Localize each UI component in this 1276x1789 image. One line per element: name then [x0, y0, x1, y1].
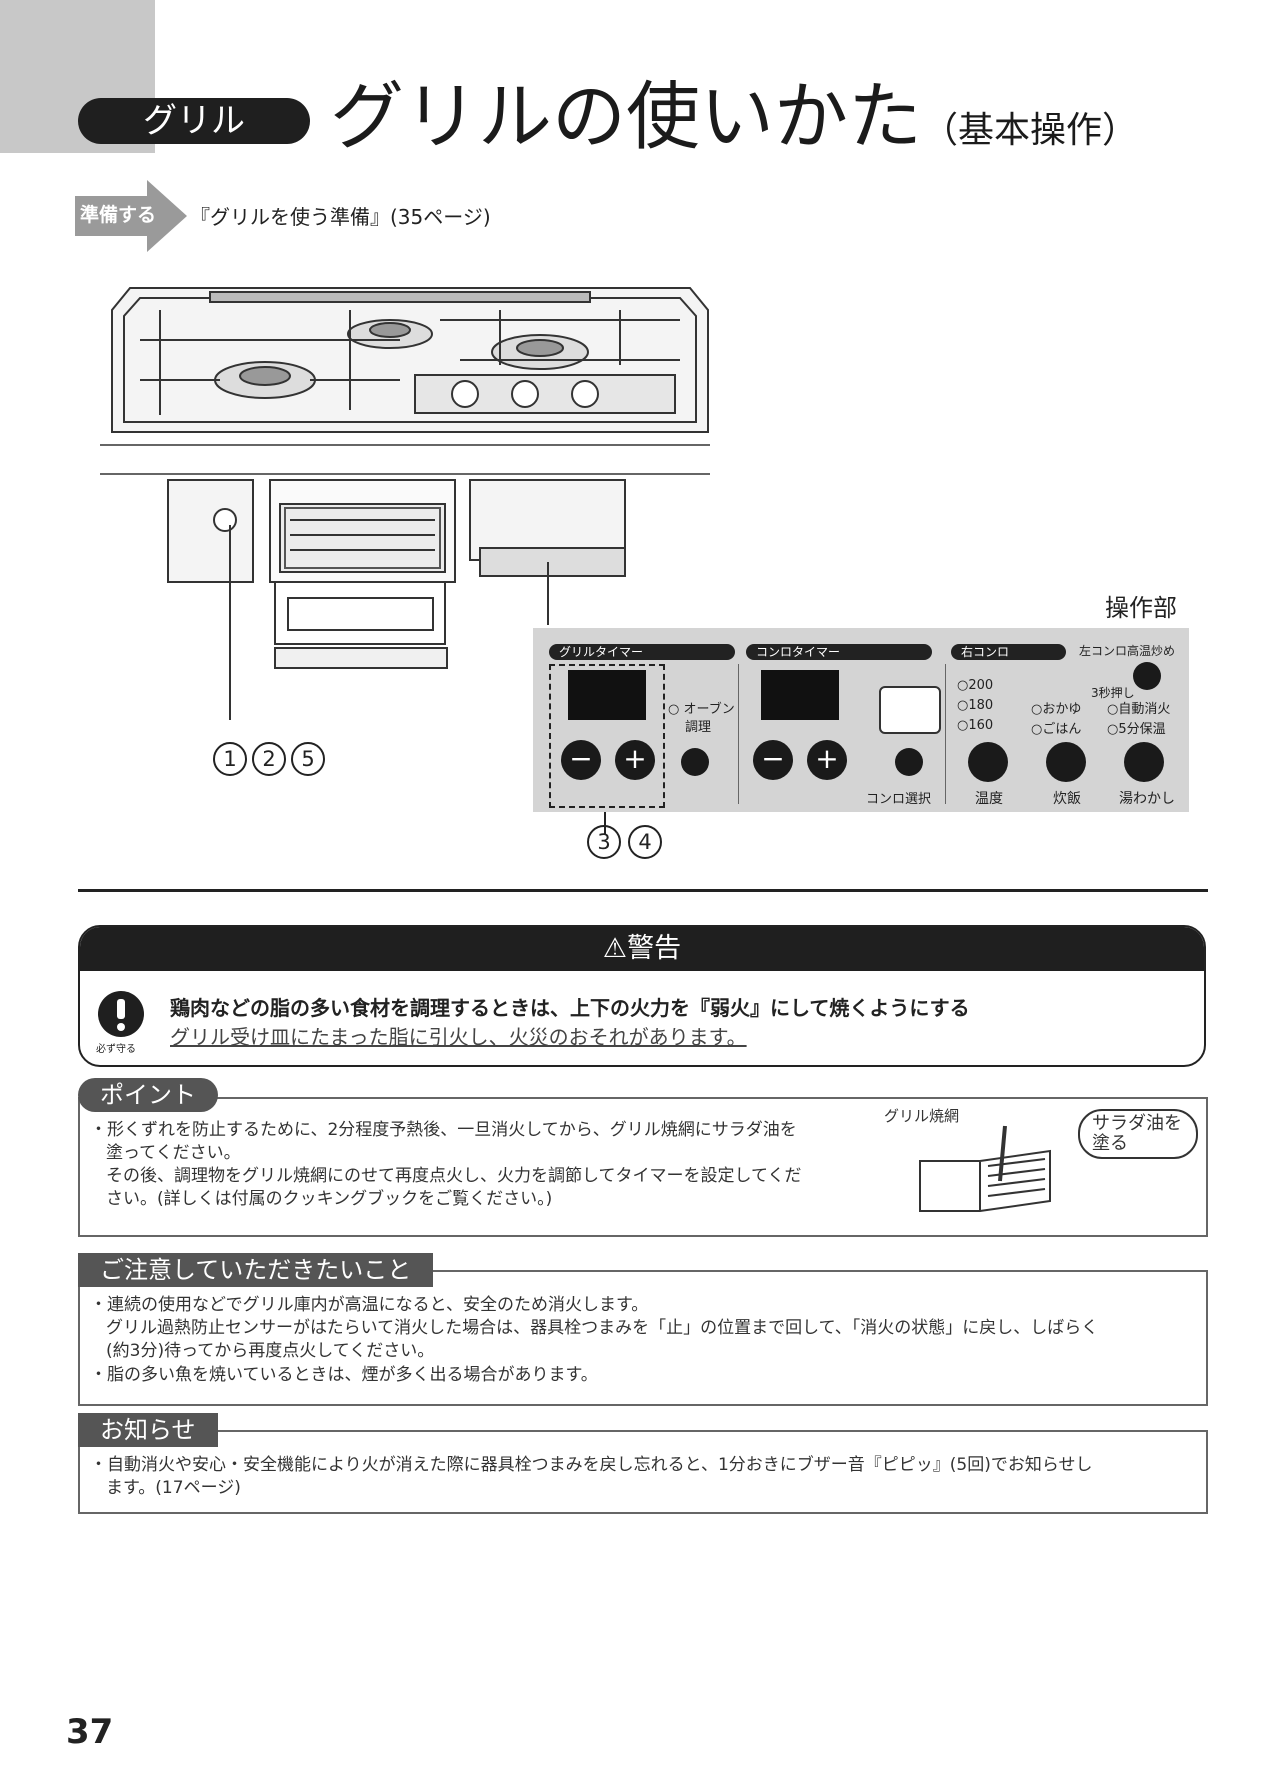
warning-heading: ⚠警告 [80, 927, 1204, 971]
grill-net-illustration [919, 1125, 1051, 1212]
title-sub: （基本操作） [922, 110, 1139, 151]
konro-plus-button[interactable]: + [807, 740, 847, 780]
grill-timer-display [568, 670, 646, 720]
warning-main: 鶏肉などの脂の多い食材を調理するときは、上下の火力を『弱火』にして焼くようにする [170, 996, 970, 1020]
suihan-label: 炊飯 [1053, 791, 1081, 807]
must-label: 必ず守る [96, 1044, 136, 1055]
notice-tag: お知らせ [78, 1413, 218, 1447]
oil-bubble: サラダ油を 塗る [1078, 1109, 1198, 1159]
okayu-label: ○おかゆ [1031, 702, 1082, 717]
caution-line-2: グリル過熱防止センサーがはたらいて消火した場合は、器具栓つまみを「止」の位置まで… [106, 1318, 1099, 1338]
callout-1: 1 [213, 742, 247, 776]
oil-bubble-line2: 塗る [1092, 1133, 1128, 1154]
suihan-button[interactable] [1046, 742, 1086, 782]
press3-label: 3秒押し [1091, 686, 1135, 700]
caution-line-4: ・脂の多い魚を焼いているときは、煙が多く出る場合があります。 [90, 1365, 598, 1385]
notice-line-2: ます。(17ページ) [106, 1478, 241, 1498]
left-high-button[interactable] [1133, 662, 1161, 690]
prep-text: 『グリルを使う準備』(35ページ) [190, 205, 491, 229]
warning-triangle-icon: ⚠ [602, 933, 628, 964]
caution-line-1: ・連続の使用などでグリル庫内が高温になると、安全のため消火します。 [90, 1295, 649, 1315]
callout-leader [604, 812, 606, 834]
caution-line-3: (約3分)待ってから再度点火してください。 [106, 1341, 435, 1361]
warning-heading-text: 警告 [627, 933, 682, 964]
oven-button[interactable] [681, 748, 709, 776]
yuwakashi-label: 湯わかし [1119, 791, 1175, 807]
yuwakashi-button[interactable] [1124, 742, 1164, 782]
warning-sub: グリル受け皿にたまった脂に引火し、火災のおそれがあります。 [170, 1025, 747, 1049]
temp-180: ○180 [957, 698, 994, 713]
callout-4: 4 [628, 825, 662, 859]
prep-label: 準備する [80, 204, 157, 226]
point-line-3: その後、調理物をグリル焼網にのせて再度点火し、火力を調節してタイマーを設定してく… [106, 1166, 802, 1186]
divider-1 [738, 664, 739, 804]
page-number: 37 [66, 1712, 114, 1752]
ondo-button[interactable] [968, 742, 1008, 782]
point-line-2: 塗ってください。 [106, 1143, 241, 1163]
point-line-1: ・形くずれを防止するために、2分程度予熱後、一旦消火してから、グリル焼網にサラダ… [90, 1120, 797, 1140]
grill-timer-label: グリルタイマー [549, 644, 735, 660]
callout-3: 3 [587, 825, 621, 859]
must-icon [98, 991, 144, 1037]
category-pill: グリル [78, 98, 310, 144]
title-main: グリルの使いかた [330, 74, 922, 160]
control-panel: グリルタイマー コンロタイマー 右コンロ 左コンロ高温炒め 3秒押し − + ○… [533, 628, 1189, 812]
point-box: ・形くずれを防止するために、2分程度予熱後、一旦消火してから、グリル焼網にサラダ… [78, 1097, 1208, 1237]
oven-label: ○ オーブン [668, 702, 735, 717]
grill-timer-highlight [549, 664, 665, 808]
right-konro-label: 右コンロ [951, 644, 1066, 660]
panel-caption: 操作部 [1105, 594, 1177, 622]
konro-select-button[interactable] [895, 748, 923, 776]
notice-line-1: ・自動消火や安心・安全機能により火が消えた際に器具栓つまみを戻し忘れると、1分お… [90, 1455, 1093, 1475]
caution-tag: ご注意していただきたいこと [78, 1253, 434, 1287]
callout-2: 2 [252, 742, 286, 776]
konro-timer-display [761, 670, 839, 720]
temp-200: ○200 [957, 678, 994, 693]
grill-net-label: グリル焼網 [884, 1107, 960, 1125]
ondo-label: 温度 [975, 791, 1003, 807]
left-high-label: 左コンロ高温炒め [1079, 644, 1176, 658]
keep5-label: ○5分保温 [1107, 722, 1166, 737]
warning-box: ⚠警告 必ず守る 鶏肉などの脂の多い食材を調理するときは、上下の火力を『弱火』に… [78, 925, 1206, 1067]
grill-minus-button[interactable]: − [561, 740, 601, 780]
point-tag: ポイント [78, 1078, 218, 1112]
konro-timer-label: コンロタイマー [746, 644, 932, 660]
section-rule [78, 889, 1208, 892]
konro-minus-button[interactable]: − [753, 740, 793, 780]
temp-160: ○160 [957, 718, 994, 733]
grill-plus-button[interactable]: + [615, 740, 655, 780]
burner-select-icon [879, 686, 941, 734]
gohan-label: ○ごはん [1031, 722, 1082, 737]
caution-box: ・連続の使用などでグリル庫内が高温になると、安全のため消火します。 グリル過熱防… [78, 1270, 1208, 1406]
stove-illustration [100, 287, 710, 720]
callout-5: 5 [291, 742, 325, 776]
point-line-4: さい。(詳しくは付属のクッキングブックをご覧ください。) [106, 1189, 553, 1209]
konro-select-label: コンロ選択 [866, 792, 932, 807]
oil-bubble-line1: サラダ油を [1092, 1113, 1182, 1134]
auto-off-label: ○自動消火 [1107, 702, 1171, 717]
notice-box: ・自動消火や安心・安全機能により火が消えた際に器具栓つまみを戻し忘れると、1分お… [78, 1430, 1208, 1514]
oven-label-2: 調理 [685, 720, 712, 735]
prep-arrow-icon [75, 180, 187, 252]
divider-2 [945, 664, 946, 804]
page-title: グリルの使いかた（基本操作） [330, 72, 1138, 176]
